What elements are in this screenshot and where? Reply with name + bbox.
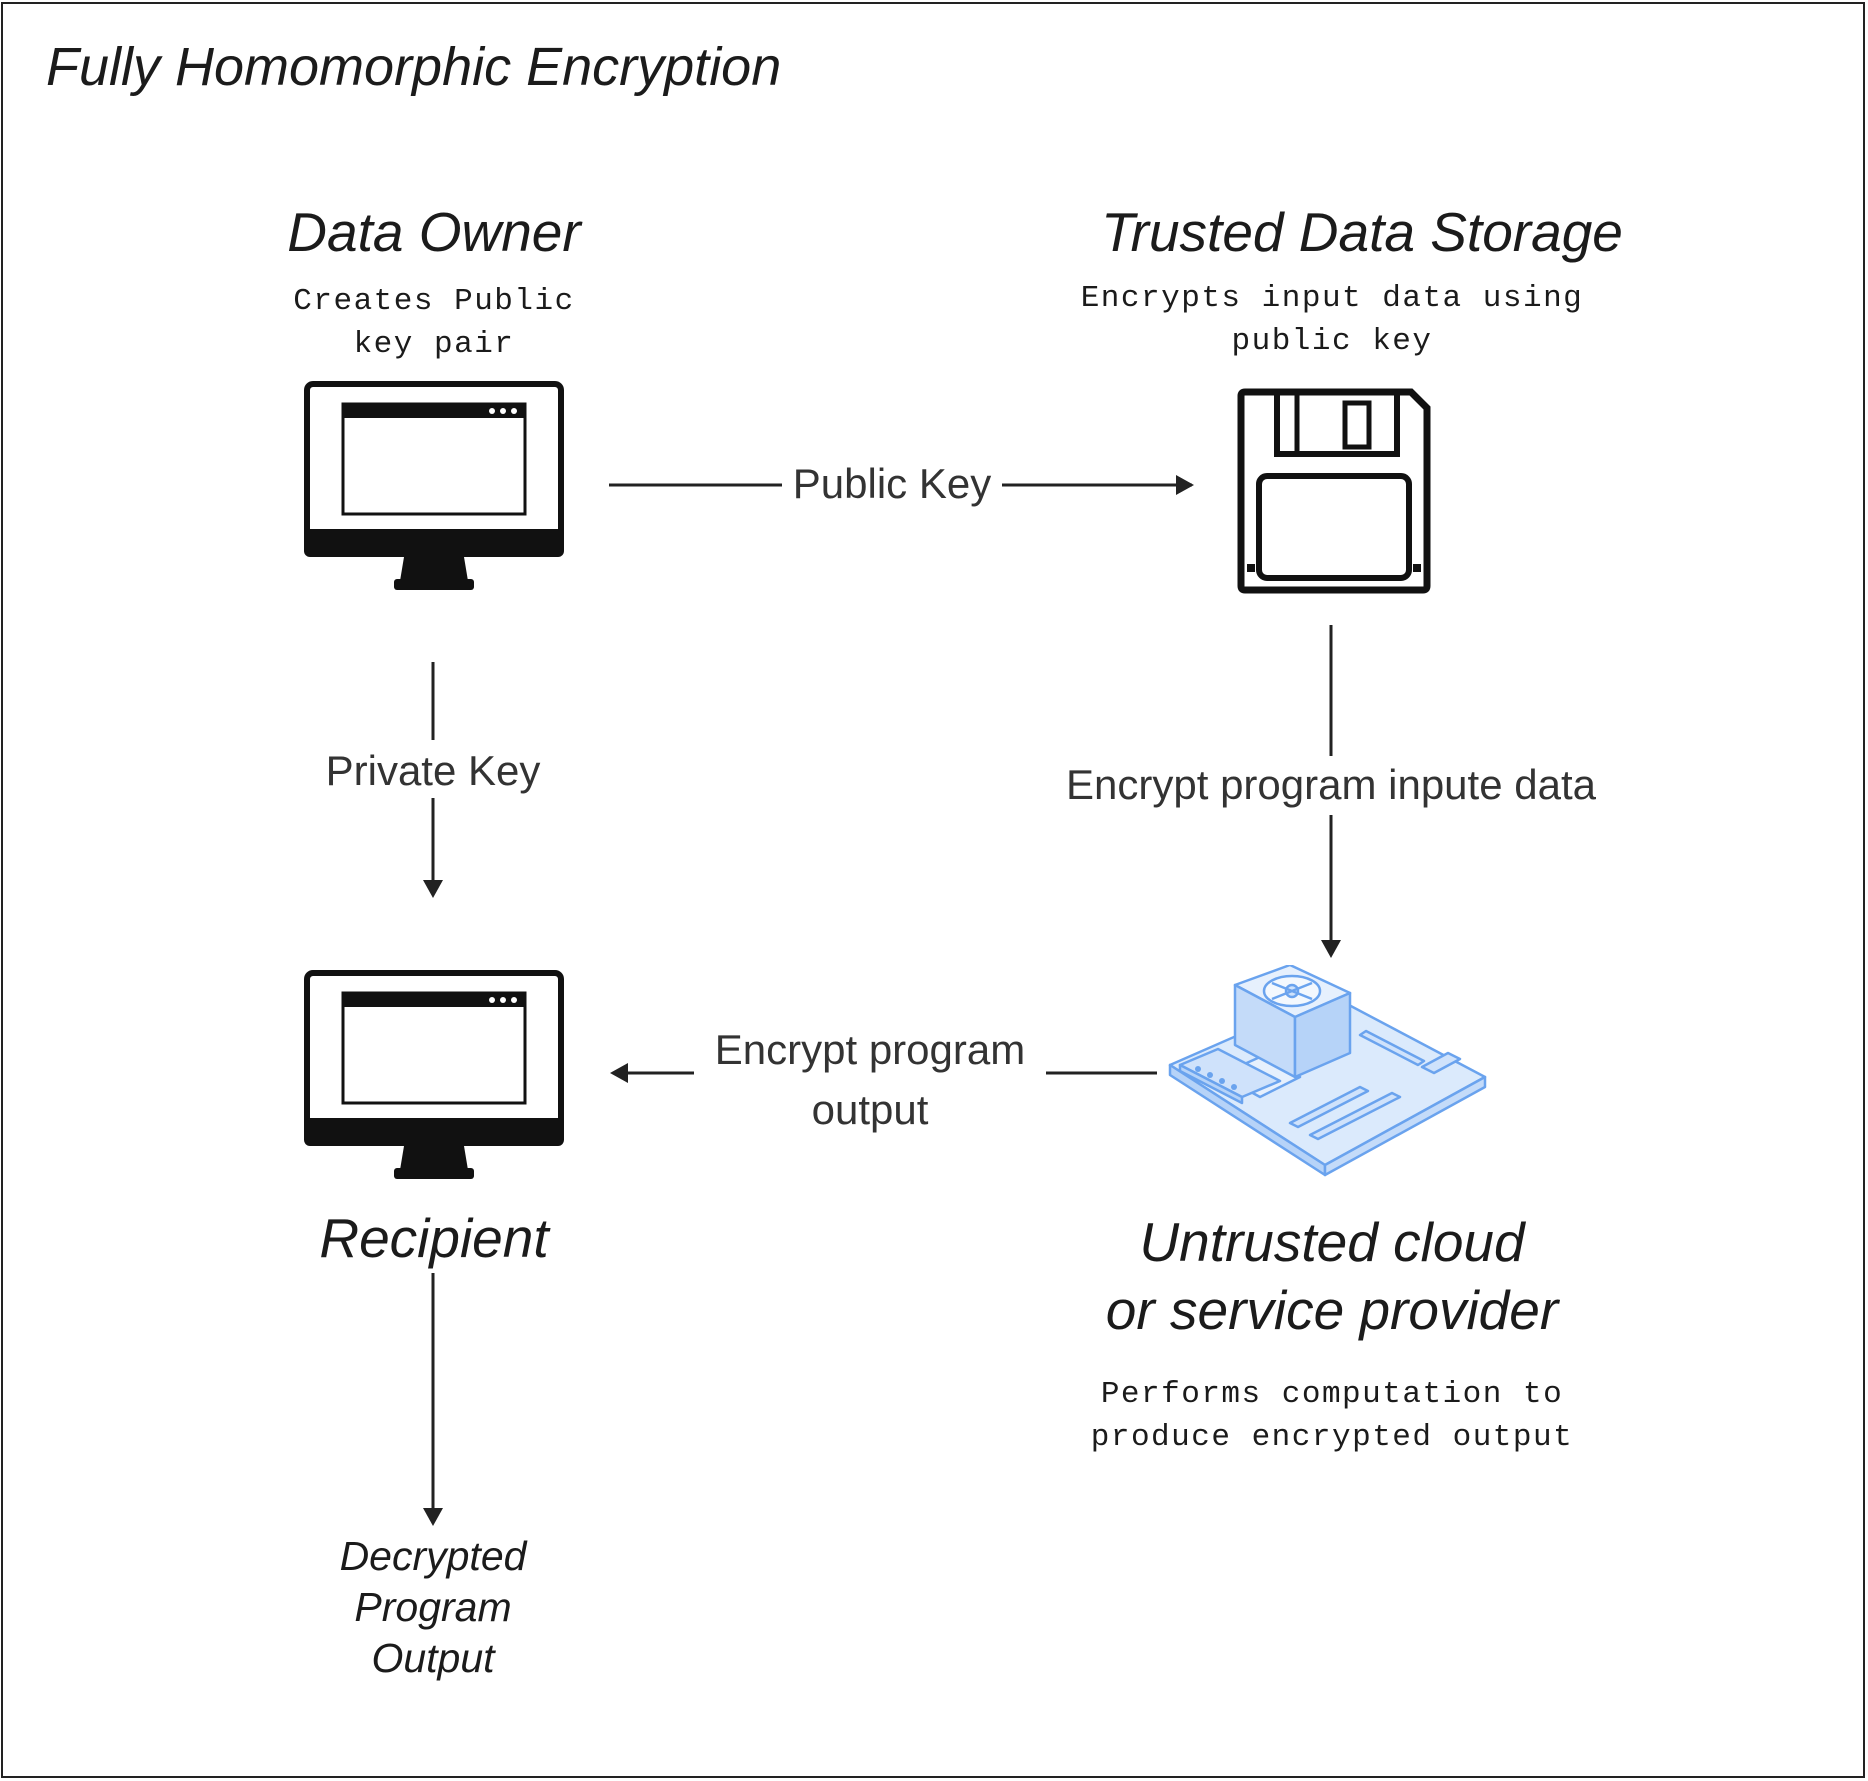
motherboard-icon: [1168, 965, 1487, 1177]
private-key-arrow: [423, 662, 443, 898]
title-line: Untrusted cloud: [1139, 1211, 1525, 1273]
recipient-title: Recipient: [319, 1207, 549, 1269]
public-key-arrow: [609, 475, 1194, 495]
diagram-title: Fully Homomorphic Encryption: [46, 37, 782, 97]
label-line: output: [811, 1086, 929, 1133]
desc-line: Performs computation to: [1100, 1377, 1564, 1412]
untrusted-cloud-title: Untrusted cloud or service provider: [1032, 1208, 1632, 1344]
trusted-storage-description: Encrypts input data using public key: [1062, 277, 1602, 363]
encrypt-input-label: Encrypt program inpute data: [1031, 761, 1631, 809]
label-line: Output: [371, 1635, 495, 1681]
encrypt-input-arrow: [1321, 625, 1341, 958]
private-key-label: Private Key: [313, 747, 553, 795]
label-line: Decrypted: [339, 1533, 527, 1579]
desc-line: Creates Public: [293, 284, 575, 319]
monitor-icon: [304, 970, 564, 1179]
encrypt-output-label: Encrypt program output: [694, 1020, 1046, 1140]
encrypt-output-arrow: [610, 1063, 1157, 1083]
untrusted-cloud-description: Performs computation to produce encrypte…: [1052, 1373, 1612, 1459]
public-key-label: Public Key: [784, 460, 1000, 508]
decrypt-arrow: [423, 1273, 443, 1526]
trusted-storage-title: Trusted Data Storage: [1101, 201, 1623, 263]
monitor-icon: [304, 381, 564, 590]
label-line: Program: [354, 1584, 512, 1630]
label-line: Encrypt program: [714, 1026, 1026, 1073]
floppy-disk-icon: [1237, 388, 1431, 594]
decrypted-output-label: Decrypted Program Output: [283, 1531, 583, 1684]
data-owner-title: Data Owner: [287, 201, 581, 263]
desc-line: key pair: [353, 327, 515, 362]
desc-line: public key: [1231, 324, 1433, 359]
data-owner-description: Creates Public key pair: [234, 280, 634, 366]
desc-line: produce encrypted output: [1090, 1420, 1574, 1455]
desc-line: Encrypts input data using: [1080, 281, 1584, 316]
title-line: or service provider: [1105, 1279, 1559, 1341]
